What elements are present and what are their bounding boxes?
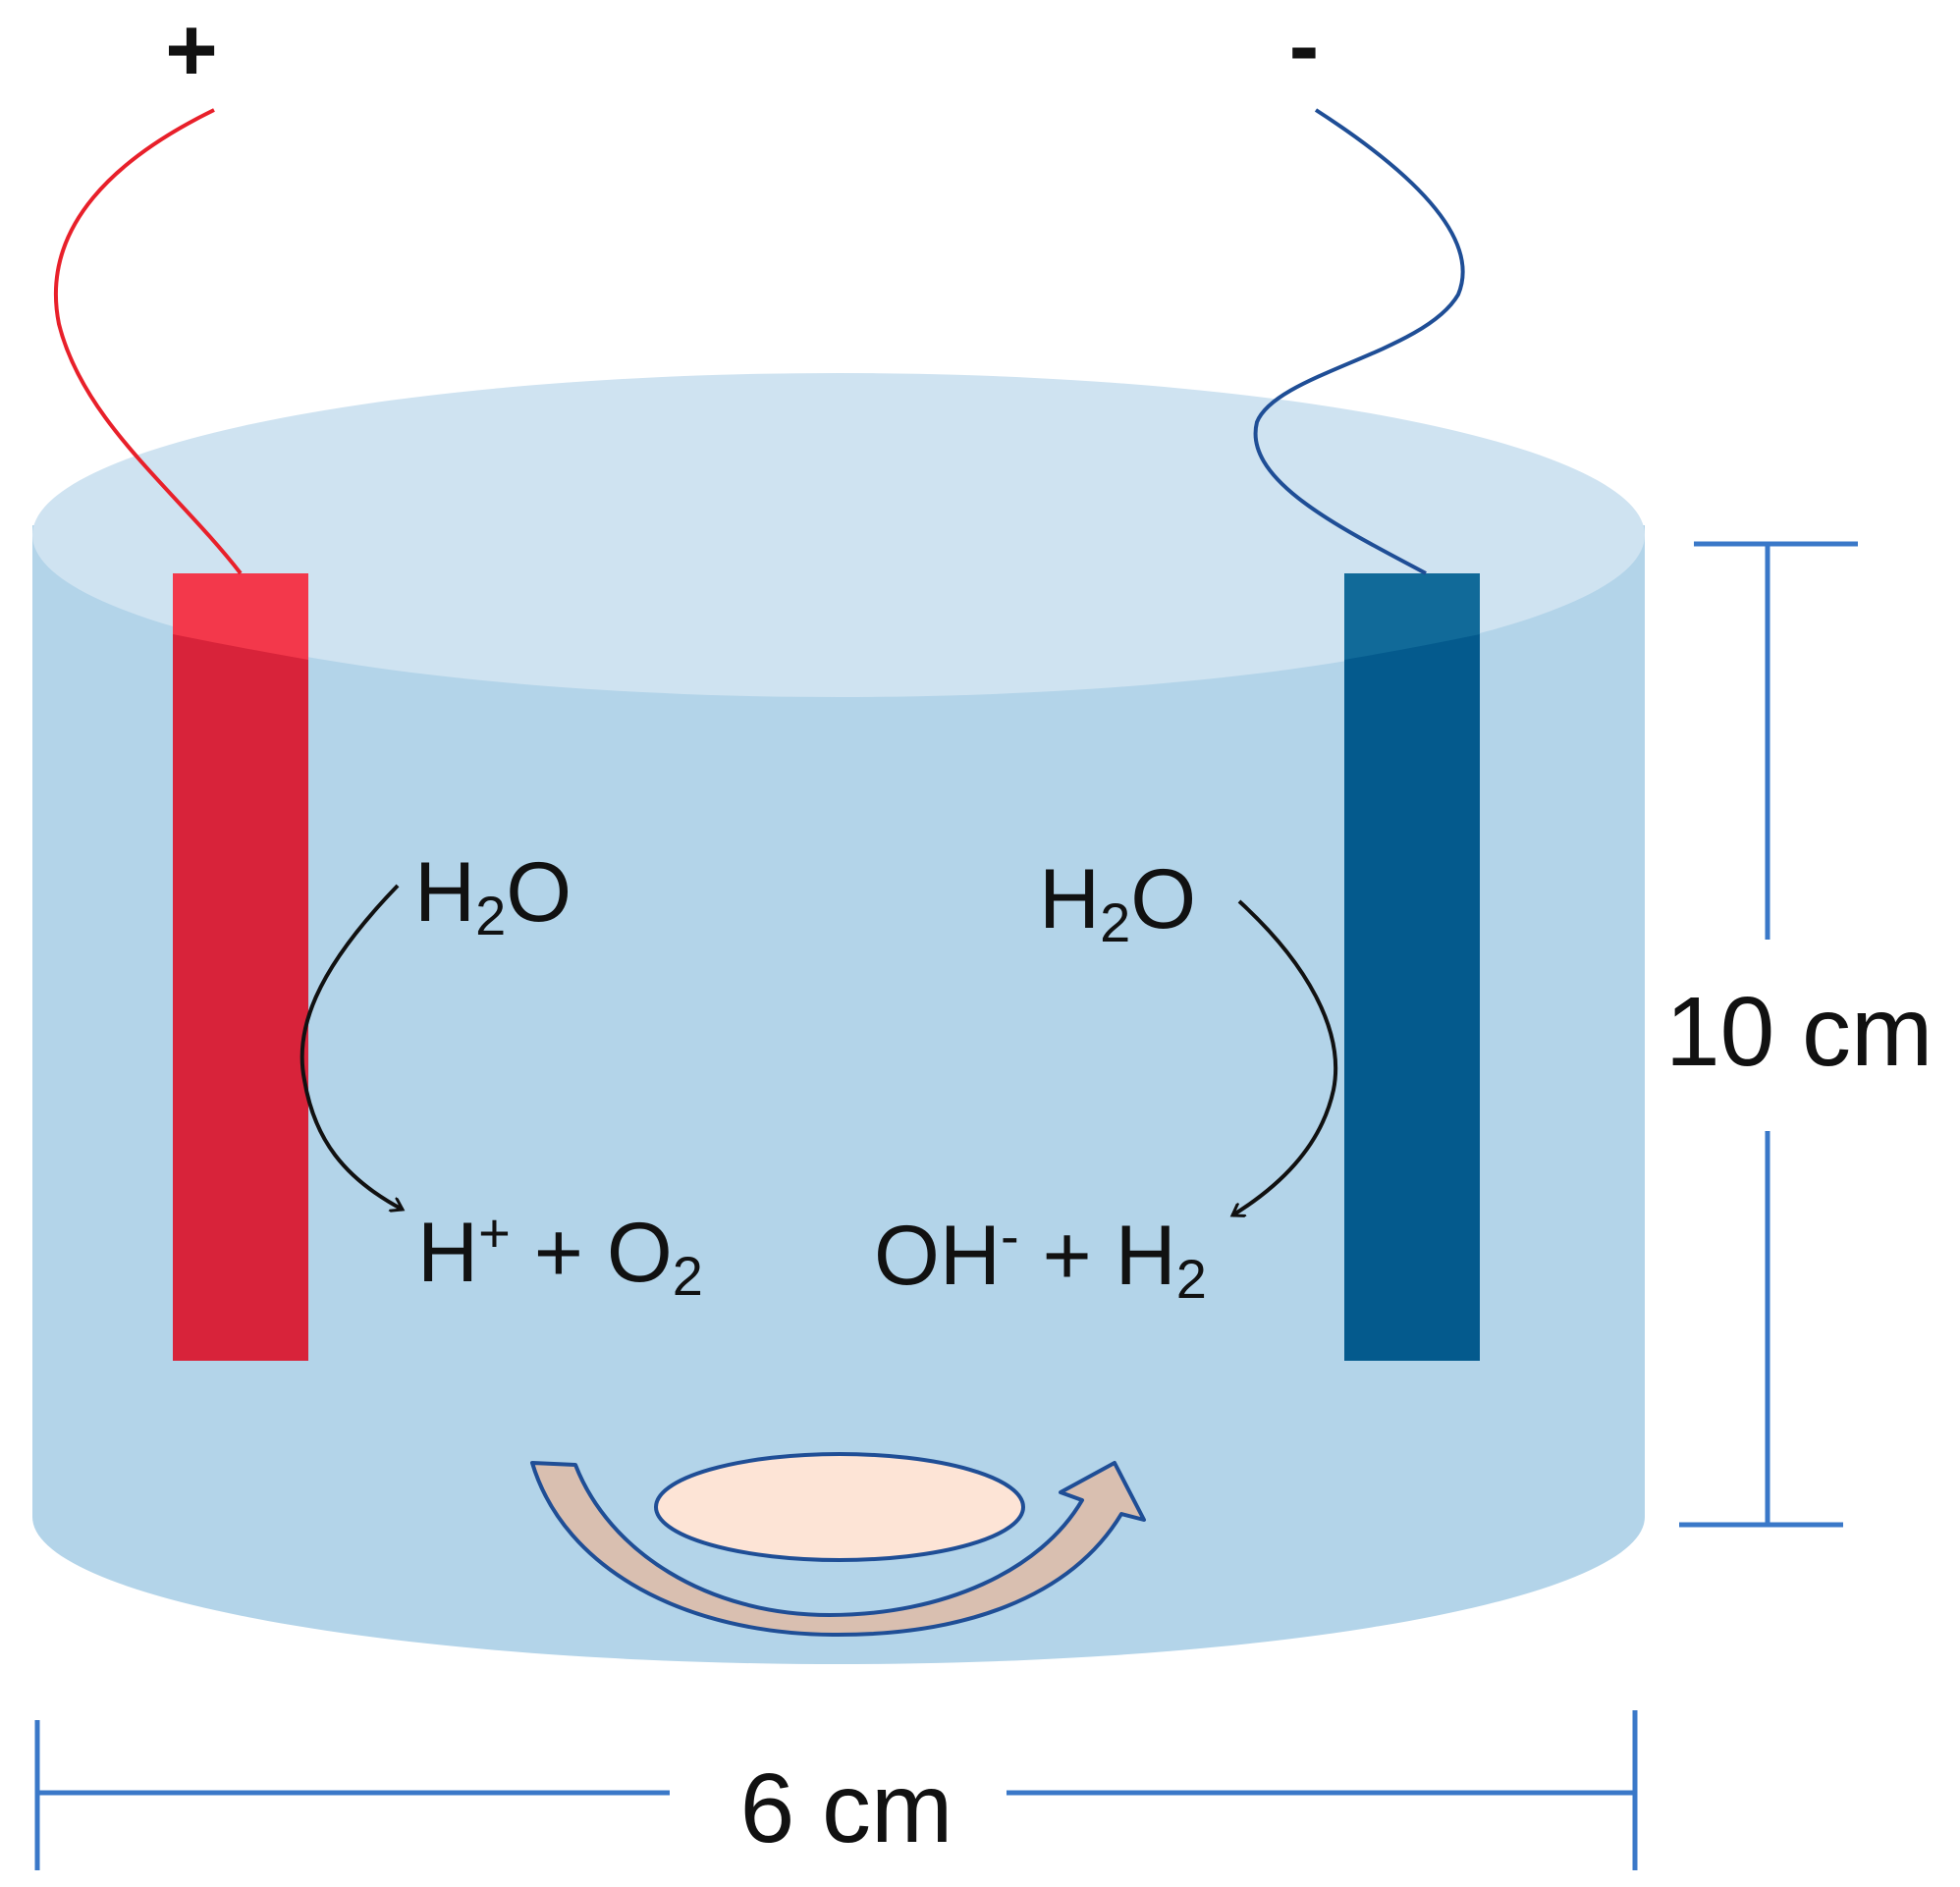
height-dimension-label: 10 cm bbox=[1665, 977, 1933, 1087]
anode-products-label: H+ + O2 bbox=[417, 1202, 703, 1307]
cathode-electrode-top-highlight bbox=[1344, 573, 1480, 660]
anode-electrode-top-highlight bbox=[173, 573, 308, 660]
cathode-terminal-sign: - bbox=[1289, 0, 1320, 96]
height-dimension bbox=[1679, 541, 1858, 1528]
anode-electrode bbox=[173, 573, 308, 1361]
cathode-wire bbox=[1253, 108, 1465, 575]
cathode-reaction-arrow bbox=[1232, 899, 1338, 1215]
anode-reactant-label: H2O bbox=[414, 845, 572, 946]
stirrer bbox=[530, 1452, 1146, 1638]
cathode-reactant-label: H2O bbox=[1039, 852, 1196, 953]
stir-rotation-arrow bbox=[530, 1461, 1146, 1638]
cathode-products-label: OH- + H2 bbox=[874, 1205, 1207, 1310]
width-dimension-label: 6 cm bbox=[740, 1753, 953, 1863]
anode-terminal-sign: + bbox=[165, 0, 218, 100]
cylinder-body bbox=[32, 525, 1645, 1664]
stir-bar bbox=[654, 1452, 1025, 1562]
cylinder-top-surface bbox=[32, 373, 1645, 697]
cathode-electrode bbox=[1344, 573, 1480, 1361]
anode-wire bbox=[53, 108, 243, 575]
anode-reaction-arrow bbox=[299, 884, 403, 1210]
cylinder-container bbox=[32, 373, 1645, 1664]
width-dimension bbox=[34, 1710, 1638, 1870]
